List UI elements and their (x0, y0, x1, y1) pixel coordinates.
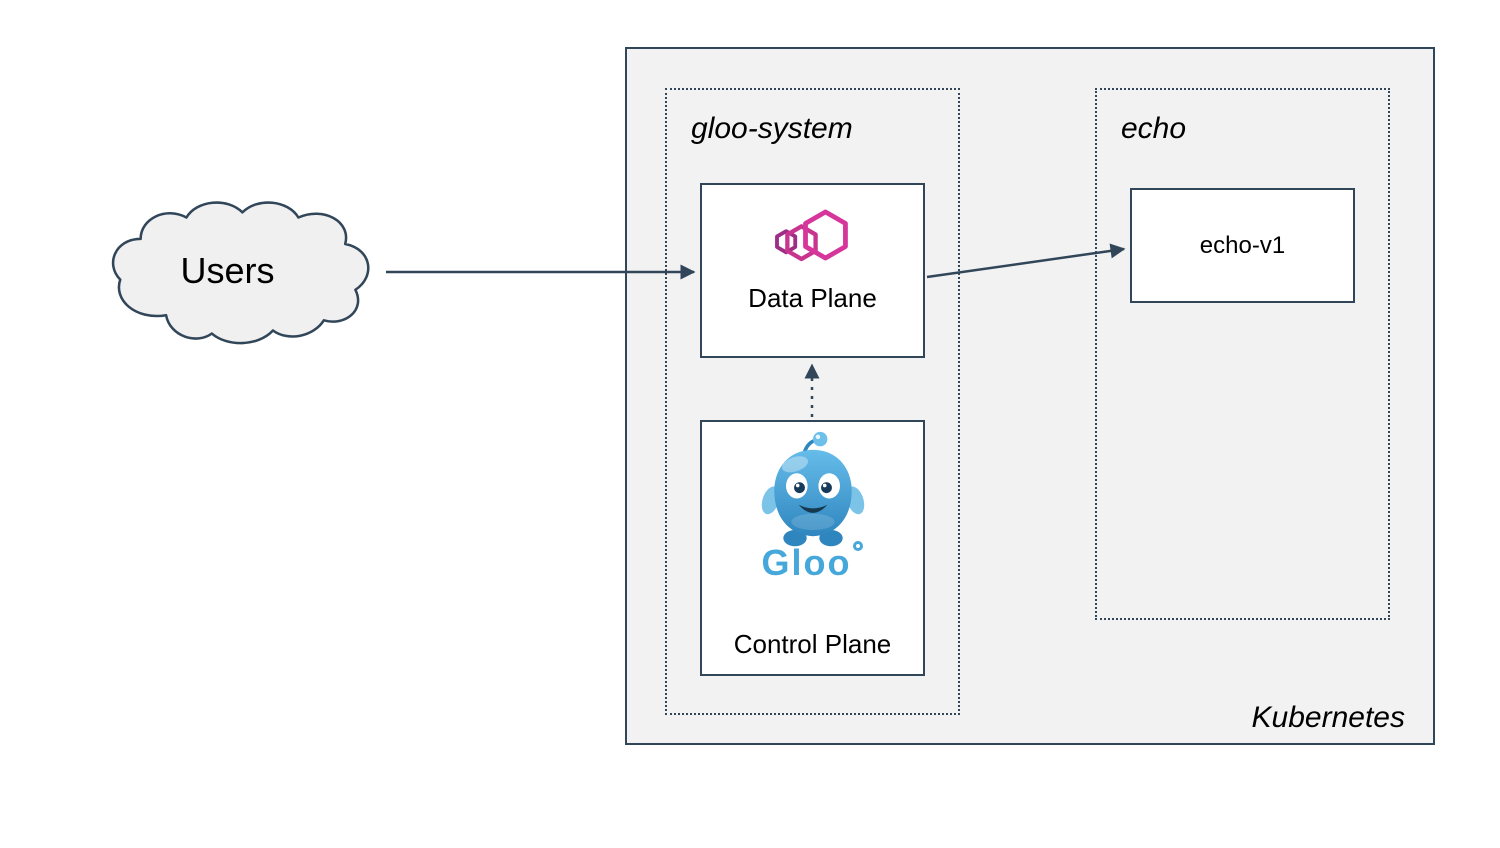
namespace-echo-box: echo (1095, 88, 1390, 620)
data-plane-node: Data Plane (700, 183, 925, 358)
users-label: Users (180, 250, 275, 291)
kubernetes-label: Kubernetes (1251, 701, 1405, 734)
gloo-system-label: gloo-system (691, 112, 853, 145)
gloo-gateway-hexagons-icon (774, 209, 848, 262)
gloo-wordmark: Gloo (761, 541, 864, 583)
mascot-group (761, 431, 864, 547)
gloo-wordmark-bubble-icon (853, 541, 864, 551)
data-plane-label: Data Plane (748, 283, 877, 313)
gloo-wordmark-text: Gloo (761, 542, 852, 583)
control-plane-label: Control Plane (733, 629, 892, 659)
hexagon-group (774, 209, 848, 262)
users-cloud-node: Users (105, 192, 390, 357)
gloo-mascot-icon (761, 431, 864, 547)
control-plane-node: Gloo Control Plane (700, 420, 925, 676)
echo-v1-node: echo-v1 (1130, 188, 1355, 303)
echo-label: echo (1121, 112, 1187, 145)
cloud-shape-icon (111, 201, 370, 345)
namespace-gloo-system-box: gloo-system (665, 88, 960, 715)
echo-v1-label: echo-v1 (1199, 231, 1286, 259)
